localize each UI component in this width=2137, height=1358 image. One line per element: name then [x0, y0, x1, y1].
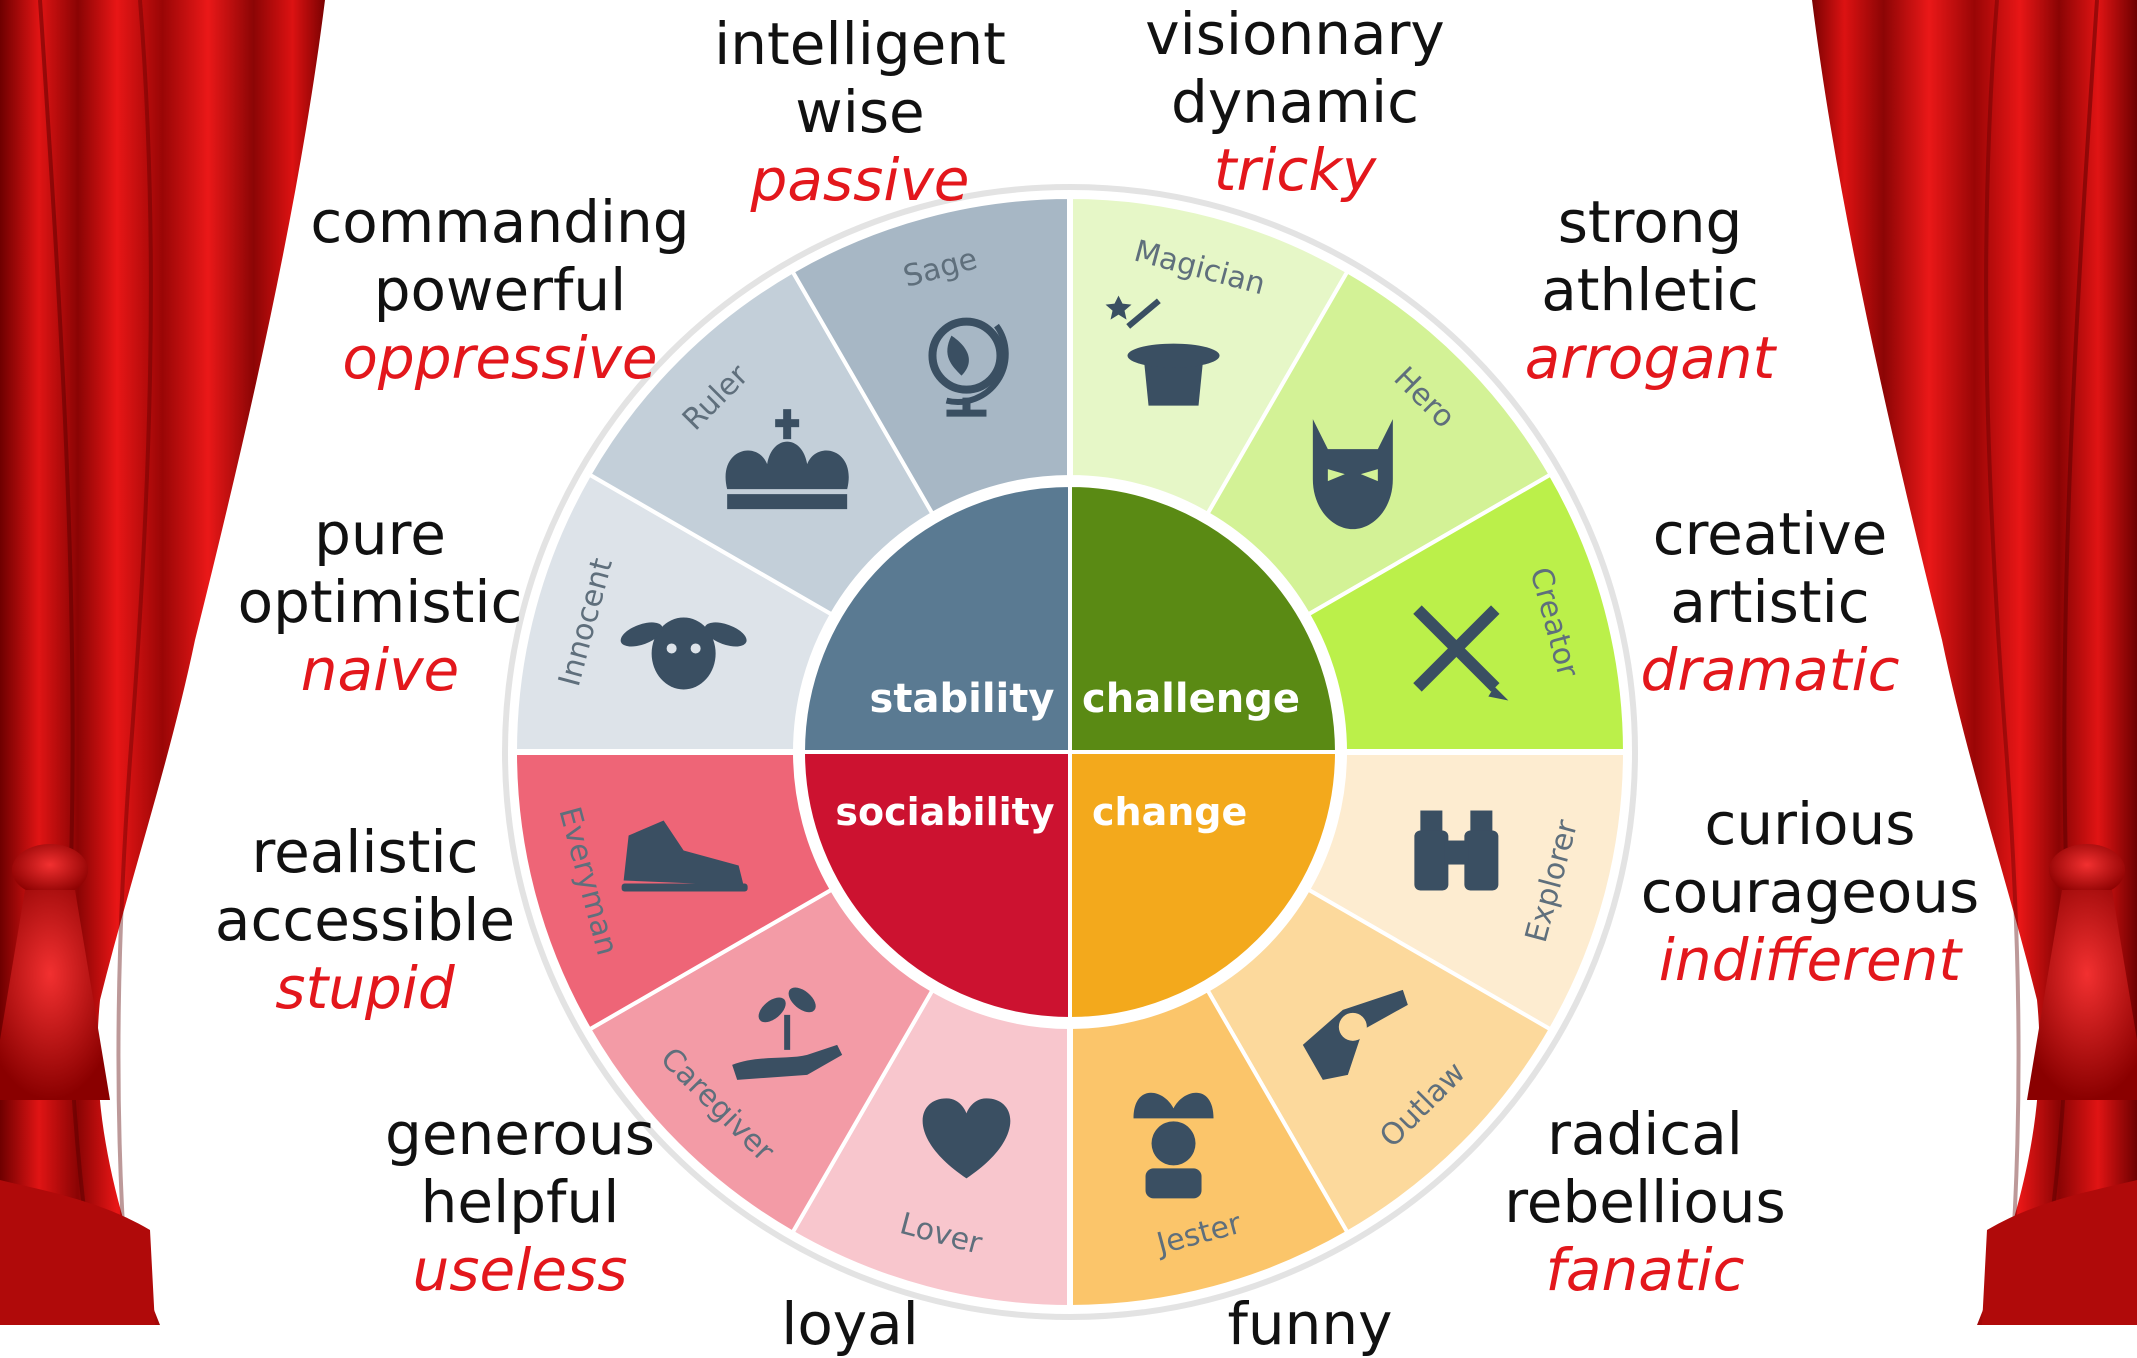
trait-hero-1: strong [1557, 188, 1743, 256]
magic-hat-icon [1105, 295, 1220, 406]
trait-everyman-1: realistic [251, 818, 479, 886]
right-curtain [1812, 0, 2137, 1325]
trait-explorer-negative: indifferent [1658, 926, 1962, 994]
center-label-sociability: sociability [835, 790, 1055, 834]
binoculars-icon [1414, 810, 1499, 891]
trait-jester-1: funny [1227, 1290, 1393, 1358]
center-label-change: change [1092, 790, 1248, 834]
sheep-icon [620, 617, 747, 690]
trait-innocent-1: pure [314, 500, 446, 568]
trait-creator-1: creative [1652, 500, 1888, 568]
trait-magician-negative: tricky [1213, 136, 1377, 204]
trait-sage-negative: passive [750, 146, 970, 214]
trait-everyman-negative: stupid [275, 954, 455, 1022]
quadrant-stability [800, 482, 1072, 754]
traits-ruler: commanding powerful oppressive [300, 188, 700, 392]
quadrant-change [1068, 750, 1340, 1022]
traits-sage: intelligent wise passive [700, 10, 1020, 214]
center-label-challenge: challenge [1082, 676, 1300, 722]
trait-sage-2: wise [795, 78, 925, 146]
trait-ruler-negative: oppressive [342, 324, 658, 392]
sneaker-icon [621, 820, 748, 892]
traits-jester: funny [1190, 1290, 1430, 1358]
trait-caregiver-negative: useless [412, 1236, 628, 1304]
trait-hero-2: athletic [1541, 256, 1759, 324]
tools-icon [1413, 605, 1509, 701]
globe-icon [928, 317, 1009, 417]
jester-icon [1133, 1092, 1214, 1199]
trait-lover-1: loyal [781, 1290, 919, 1358]
traits-hero: strong athletic arrogant [1500, 188, 1800, 392]
trait-ruler-1: commanding [310, 188, 690, 256]
trait-outlaw-2: rebellious [1504, 1168, 1786, 1236]
heart-icon [922, 1098, 1011, 1179]
trait-outlaw-1: radical [1547, 1100, 1743, 1168]
trait-explorer-1: curious [1704, 790, 1916, 858]
trait-hero-negative: arrogant [1524, 324, 1776, 392]
quadrant-sociability [800, 750, 1072, 1022]
quadrant-challenge [1068, 482, 1340, 754]
trait-sage-1: intelligent [714, 10, 1006, 78]
trait-magician-2: dynamic [1171, 68, 1419, 136]
trait-caregiver-2: helpful [420, 1168, 620, 1236]
traits-innocent: pure optimistic naive [230, 500, 530, 704]
plant-hand-icon [732, 987, 843, 1080]
trait-outlaw-negative: fanatic [1545, 1236, 1745, 1304]
trait-ruler-2: powerful [373, 256, 627, 324]
trait-creator-negative: dramatic [1640, 636, 1900, 704]
traits-magician: visionnary dynamic tricky [1130, 0, 1460, 204]
revolver-icon [1302, 989, 1408, 1080]
mask-icon [1312, 419, 1393, 530]
trait-innocent-negative: naive [300, 636, 460, 704]
traits-creator: creative artistic dramatic [1620, 500, 1920, 704]
trait-magician-1: visionnary [1145, 0, 1445, 68]
traits-everyman: realistic accessible stupid [195, 818, 535, 1022]
traits-lover: loyal [730, 1290, 970, 1358]
traits-caregiver: generous helpful useless [340, 1100, 700, 1304]
traits-explorer: curious courageous indifferent [1620, 790, 2000, 994]
crown-icon [725, 409, 849, 510]
trait-explorer-2: courageous [1640, 858, 1980, 926]
trait-caregiver-1: generous [385, 1100, 655, 1168]
trait-creator-2: artistic [1670, 568, 1870, 636]
center-label-stability: stability [869, 676, 1055, 722]
trait-everyman-2: accessible [214, 886, 516, 954]
trait-innocent-2: optimistic [237, 568, 523, 636]
left-curtain [0, 0, 325, 1325]
traits-outlaw: radical rebellious fanatic [1480, 1100, 1810, 1304]
